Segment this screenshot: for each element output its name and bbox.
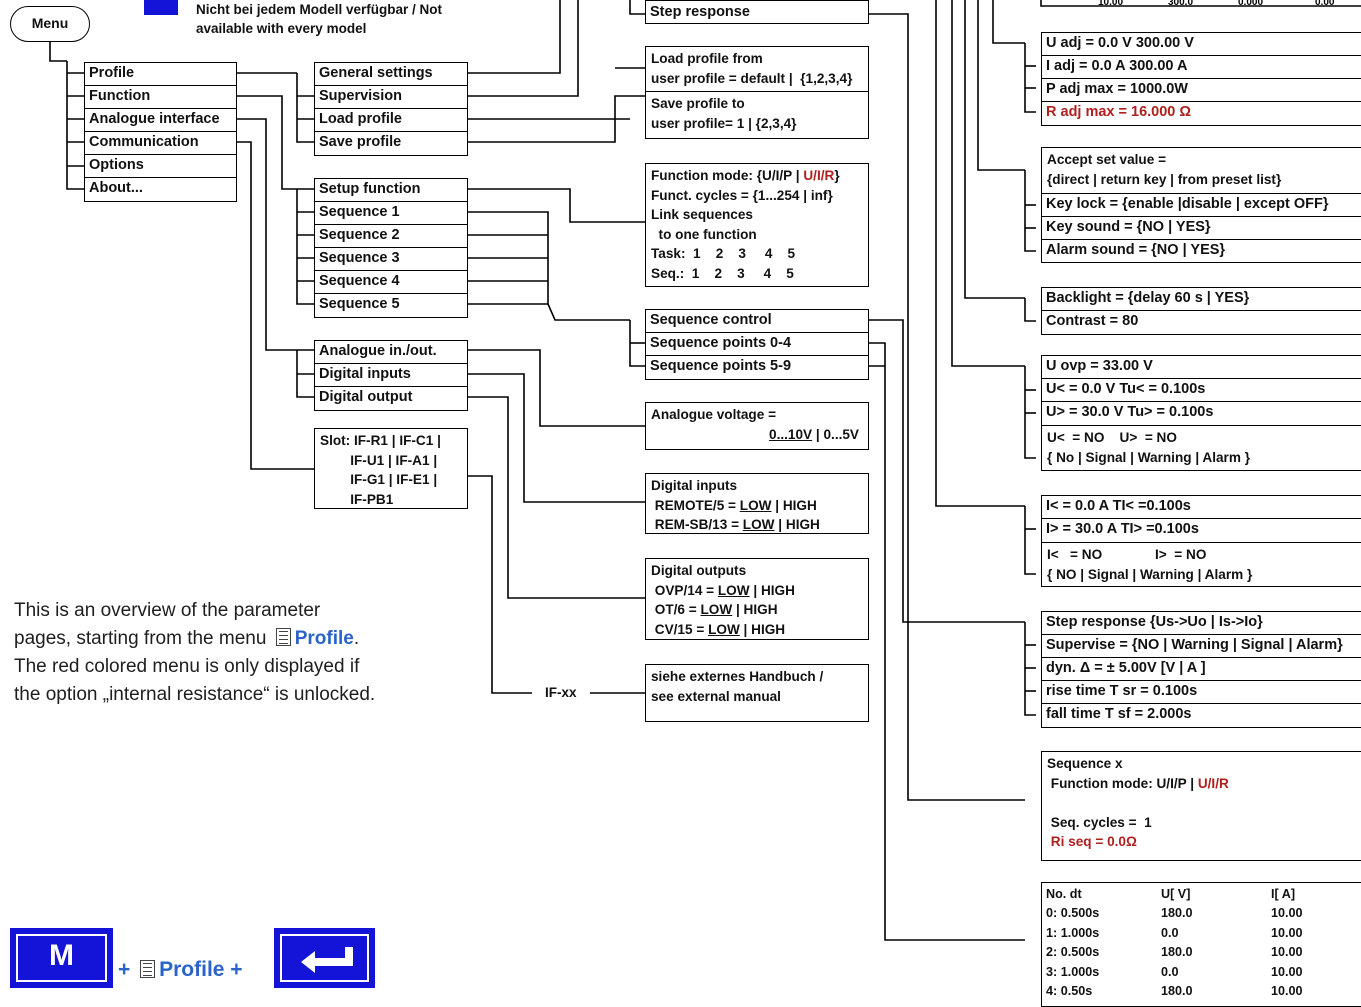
menu-item-about[interactable]: About... — [89, 180, 143, 196]
alarm-sound-row: Alarm sound = {NO | YES} — [1046, 242, 1226, 258]
load-profile-line1: Load profile from — [651, 51, 763, 66]
sequence-control-item[interactable]: Sequence control — [646, 310, 868, 333]
adjustment-limits-box: U adj = 0.0 V 300.00 V I adj = 0.0 A 300… — [1041, 32, 1361, 126]
submenu-sequence-4[interactable]: Sequence 4 — [315, 271, 467, 294]
enter-key-icon — [274, 928, 375, 988]
slot-box: Slot: IF-R1 | IF-C1 | IF-U1 | IF-A1 | IF… — [314, 428, 468, 509]
submenu-digital-inputs[interactable]: Digital inputs — [315, 364, 467, 387]
document-icon — [275, 628, 291, 646]
menu-item-analogue-interface[interactable]: Analogue interface — [85, 109, 236, 132]
m-key-icon: M — [10, 928, 113, 988]
sequence-x-box: Sequence x Function mode: U/I/P | U/I/R … — [1041, 751, 1361, 861]
backlight-row: Backlight = {delay 60 s | YES} — [1042, 288, 1361, 311]
digital-outputs-box: Digital outputs OVP/14 = LOW | HIGH OT/6… — [645, 558, 869, 640]
profile-load-save-box: Load profile from user profile = default… — [645, 46, 869, 139]
external-manual-box: siehe externes Handbuch /see external ma… — [645, 664, 869, 722]
key-sound-row: Key sound = {NO | YES} — [1042, 217, 1361, 240]
svg-text:0.000: 0.000 — [1238, 0, 1263, 8]
function-mode-box: Function mode: {U/I/P | U/I/R} Funct. cy… — [645, 163, 869, 287]
submenu-general-settings[interactable]: General settings — [315, 63, 467, 86]
submenu-supervision[interactable]: Supervision — [315, 86, 467, 109]
display-options-box: Backlight = {delay 60 s | YES} Contrast … — [1041, 287, 1361, 335]
step-response-settings-box: Step response {Us->Uo | Is->Io}Supervise… — [1041, 611, 1361, 728]
submenu-save-profile[interactable]: Save profile — [319, 134, 402, 150]
submenu-load-profile[interactable]: Load profile — [315, 109, 467, 132]
legend-blue-swatch — [144, 0, 178, 15]
if-xx-label: IF-xx — [545, 685, 577, 700]
sequence-points-5-9-item[interactable]: Sequence points 5-9 — [650, 358, 792, 374]
key-lock-row: Key lock = {enable |disable | except OFF… — [1042, 194, 1361, 217]
document-icon — [140, 960, 156, 978]
svg-text:10.00: 10.00 — [1098, 0, 1123, 8]
analogue-voltage-box: Analogue voltage = 0...10V | 0...5V — [645, 402, 869, 450]
p-adj-max-row: P adj max = 1000.0W — [1042, 79, 1361, 102]
submenu-analogue-in-out[interactable]: Analogue in./out. — [315, 341, 467, 364]
profile-submenu: General settings Supervision Load profil… — [314, 62, 468, 156]
u-adj-row: U adj = 0.0 V 300.00 V — [1042, 33, 1361, 56]
sequence-points-0-4-item[interactable]: Sequence points 0-4 — [646, 333, 868, 356]
function-submenu: Setup function Sequence 1 Sequence 2 Seq… — [314, 178, 468, 318]
submenu-digital-output[interactable]: Digital output — [319, 389, 413, 405]
save-profile-line1: Save profile to — [651, 96, 745, 111]
menu-item-profile[interactable]: Profile — [85, 63, 236, 86]
analogue-submenu: Analogue in./out. Digital inputs Digital… — [314, 340, 468, 411]
menu-item-options[interactable]: Options — [85, 155, 236, 178]
svg-text:300.0: 300.0 — [1168, 0, 1193, 8]
load-profile-line2: user profile = default | {1,2,3,4} — [651, 70, 853, 86]
submenu-sequence-1[interactable]: Sequence 1 — [315, 202, 467, 225]
digital-inputs-box: Digital inputs REMOTE/5 = LOW | HIGH REM… — [645, 473, 869, 534]
submenu-sequence-2[interactable]: Sequence 2 — [315, 225, 467, 248]
save-profile-line2: user profile= 1 | {2,3,4} — [651, 115, 797, 131]
contrast-row: Contrast = 80 — [1046, 313, 1139, 329]
menu-button[interactable]: Menu — [10, 6, 90, 42]
menu-item-function[interactable]: Function — [85, 86, 236, 109]
submenu-sequence-3[interactable]: Sequence 3 — [315, 248, 467, 271]
function-mode-line: Function mode: {U/I/P | U/I/R} — [651, 168, 840, 183]
main-menu-list: Profile Function Analogue interface Comm… — [84, 62, 237, 202]
r-adj-max-row: R adj max = 16.000 Ω — [1046, 104, 1192, 120]
svg-text:0.00: 0.00 — [1315, 0, 1335, 8]
submenu-sequence-5[interactable]: Sequence 5 — [319, 296, 400, 312]
i-adj-row: I adj = 0.0 A 300.00 A — [1042, 56, 1361, 79]
general-options-box: Accept set value ={direct | return key |… — [1041, 147, 1361, 263]
sequence-control-list: Sequence control Sequence points 0-4 Seq… — [645, 309, 869, 380]
step-response-box: Step response — [645, 0, 869, 24]
key-combo-text: + Profile + — [118, 958, 243, 981]
menu-item-communication[interactable]: Communication — [85, 132, 236, 155]
submenu-setup-function[interactable]: Setup function — [315, 179, 467, 202]
step-response-item[interactable]: Step response — [650, 4, 750, 20]
